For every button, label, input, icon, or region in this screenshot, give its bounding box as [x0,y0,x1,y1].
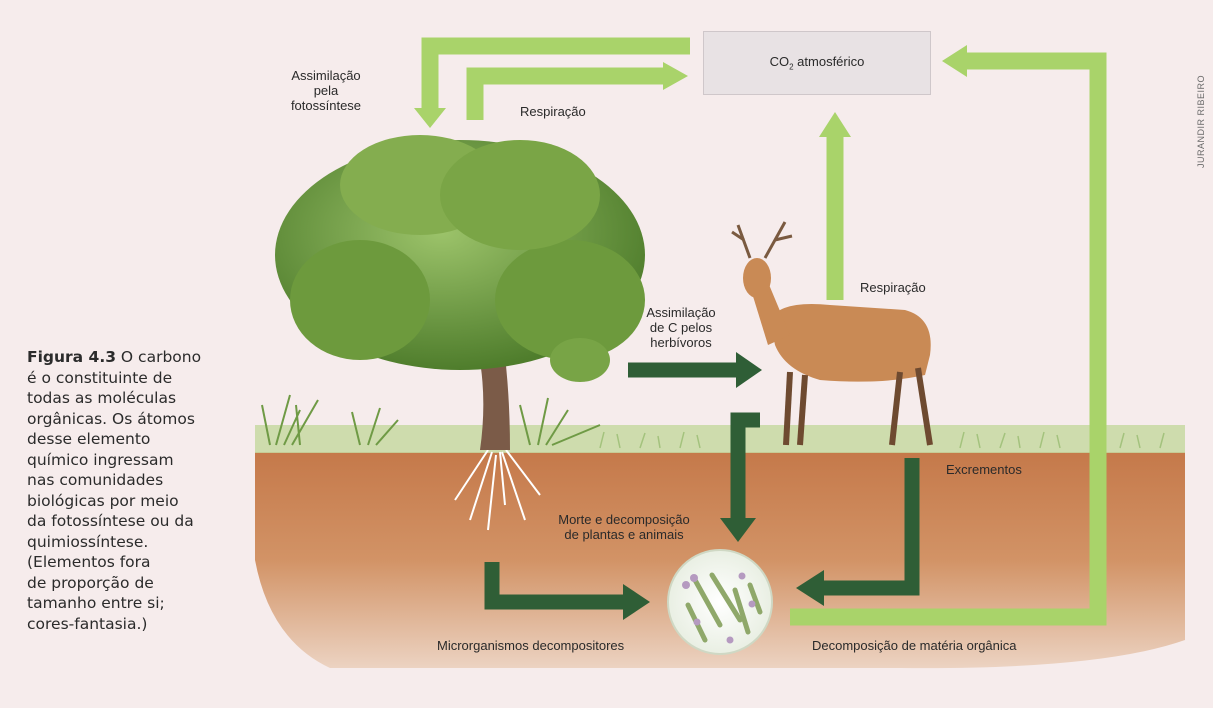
caption-line: químico ingressam [27,451,174,469]
figure-number: Figura 4.3 [27,348,116,366]
microorganism-circle [668,550,772,654]
label-death-decomposition: Morte e decomposição de plantas e animai… [540,512,708,542]
caption-line: (Elementos fora [27,553,151,571]
deer-head [743,258,771,298]
caption-line: quimiossíntese. [27,533,148,551]
co2-label: CO2 atmosférico [770,54,865,72]
caption-line: de proporção de [27,574,154,592]
caption-line: tamanho entre si; [27,594,165,612]
deer-antlers [732,222,792,258]
caption-line: desse elemento [27,430,150,448]
caption-line: todas as moléculas [27,389,176,407]
figure-caption: Figura 4.3 O carbono é o constituinte de… [27,347,237,634]
illustrator-credit: JURANDIR RIBEIRO [1196,75,1206,168]
label-respiration-plant: Respiração [520,104,586,119]
label-assimilation-photosynthesis: Assimilação pela fotossíntese [276,68,376,113]
deer-body [770,304,931,382]
caption-line: biológicas por meio [27,492,179,510]
caption-line: orgânicas. Os átomos [27,410,195,428]
caption-line: cores-fantasia.) [27,615,147,633]
label-excrement: Excrementos [946,462,1022,477]
caption-line: é o constituinte de [27,369,172,387]
label-respiration-animal: Respiração [860,280,926,295]
caption-line: da fotossíntese ou da [27,512,194,530]
caption-line: O carbono [116,348,201,366]
caption-line: nas comunidades [27,471,163,489]
grass-strip [255,425,1185,453]
co2-atmospheric-box: CO2 atmosférico [703,31,931,95]
label-decomposer-microorganisms: Microrganismos decompositores [437,638,624,653]
label-herbivore-assimilation: Assimilação de C pelos herbívoros [622,305,740,350]
label-organic-matter-decomposition: Decomposição de matéria orgânica [812,638,1017,653]
